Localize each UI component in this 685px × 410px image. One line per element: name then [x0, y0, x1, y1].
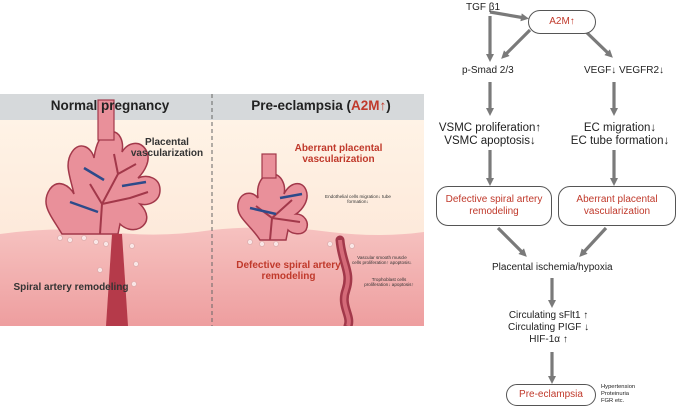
circ-hif: HIF-1α ↑	[529, 334, 568, 345]
aberrant-vascularization-label: Aberrant placental vascularization	[294, 143, 383, 165]
preeclampsia-title: Pre-eclampsia (A2M↑)	[228, 98, 414, 113]
preeclampsia-placenta	[237, 153, 308, 241]
circ-sflt1: Circulating sFlt1 ↑	[508, 310, 589, 321]
normal-spiral-artery	[106, 234, 128, 326]
trophoblast-note: Trophoblast cells proliferation↓ apoptos…	[364, 277, 414, 288]
preeclampsia-title-text: Pre-eclampsia (	[251, 98, 352, 113]
outcome-fgr: FGR etc.	[601, 398, 625, 404]
spiral-artery-remodeling-label: Spiral artery remodeling	[13, 282, 129, 293]
tgf-node: TGF β1	[466, 2, 501, 13]
endothelial-note: Endothelial cells migration↓ tube format…	[325, 194, 391, 205]
arrow-aberrant-ischemia	[579, 226, 608, 257]
outcome-proteinuria: Proteinuria	[601, 391, 630, 397]
defective-remodeling-box: Defective spiral artery remodeling	[436, 186, 552, 226]
normal-pregnancy-title: Normal pregnancy	[50, 98, 170, 113]
circulating-node: Circulating sFlt1 ↑ Circulating PIGF ↓ H…	[508, 310, 589, 346]
arrow-a2m-psmad	[501, 28, 532, 59]
flowchart-arrows	[486, 10, 618, 384]
outcome-hypertension: Hypertension	[601, 384, 636, 390]
outcomes-list: Hypertension Proteinuria FGR etc.	[601, 384, 635, 405]
preeclampsia-node: Pre-eclampsia	[506, 384, 596, 406]
ec-line1: EC migration↓	[583, 122, 657, 134]
vsmc-node: VSMC proliferation↑ VSMC apoptosis↓	[430, 122, 550, 148]
ec-line2: EC tube formation↓	[570, 135, 670, 147]
ec-node: EC migration↓ EC tube formation↓	[570, 122, 670, 148]
normal-placenta	[45, 99, 161, 235]
aberrant-vascularization-box: Aberrant placental vascularization	[558, 186, 676, 226]
preeclampsia-title-close: )	[386, 98, 391, 113]
psmad-node: p-Smad 2/3	[462, 65, 514, 76]
a2m-node: A2M↑	[528, 10, 596, 34]
vegf-node: VEGF↓ VEGFR2↓	[584, 65, 665, 76]
vsmc-line2: VSMC apoptosis↓	[444, 135, 536, 147]
placenta-illustration	[0, 94, 424, 326]
vsmc-line1: VSMC proliferation↑	[438, 122, 542, 134]
defective-remodeling-label: Defective spiral artery remodeling	[236, 260, 341, 282]
ischemia-node: Placental ischemia/hypoxia	[492, 262, 613, 273]
arrow-tgf-a2m	[489, 10, 529, 22]
placental-vascularization-label: Placental vascularization	[130, 137, 204, 159]
circ-pigf: Circulating PIGF ↓	[508, 322, 590, 333]
arrow-defective-ischemia	[496, 226, 527, 257]
vsmc-note: Vascular smooth muscle cells proliferati…	[352, 255, 413, 266]
preeclampsia-title-a2m: A2M↑	[351, 98, 387, 113]
